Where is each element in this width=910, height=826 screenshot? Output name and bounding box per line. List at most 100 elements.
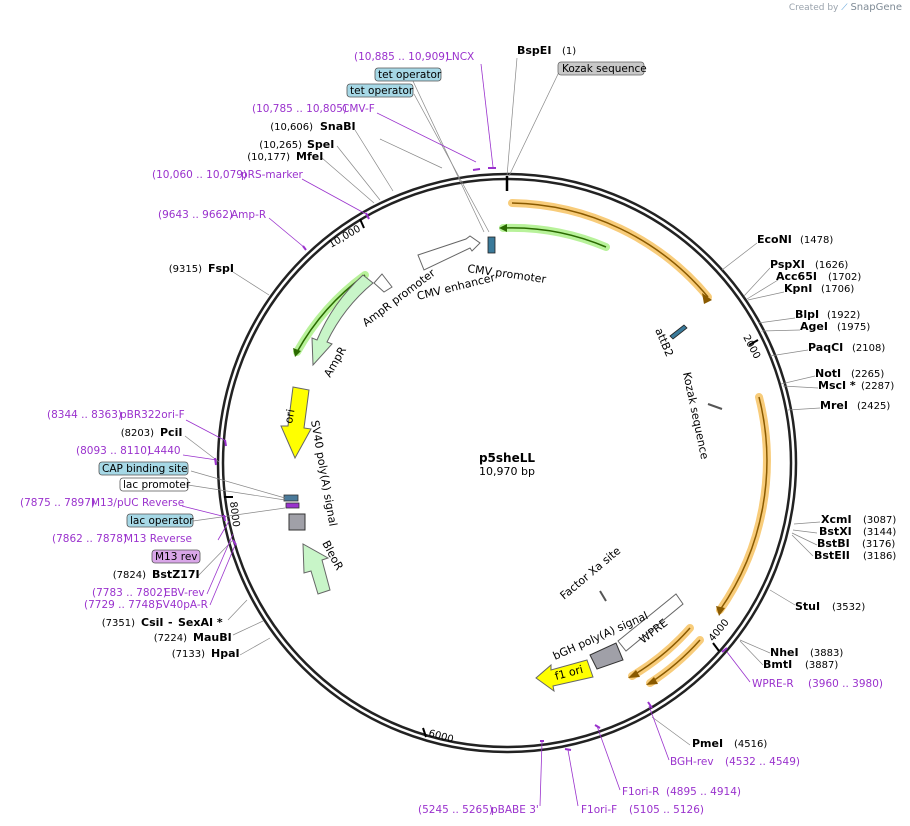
- primer-marks: [214, 167, 728, 751]
- enzyme-kpni: KpnI: [784, 282, 812, 295]
- enzyme-mrei: MreI: [820, 399, 848, 412]
- enzyme-pspxi-pos: (1626): [815, 260, 848, 271]
- primer-f1orif: F1ori-F: [581, 804, 617, 816]
- enzyme-maubi-pos: (7224): [154, 633, 187, 644]
- orf-arc-3-arrowhead: [628, 670, 640, 678]
- primer-sv40pa-range: (7729 .. 7748): [84, 599, 159, 611]
- plasmid-name: p5sheLL: [479, 451, 535, 465]
- enzyme-acc65i-pos: (1702): [828, 272, 861, 283]
- primer-pbr322-range: (8344 .. 8363): [47, 409, 122, 421]
- enzyme-stui-pos: (3532): [832, 602, 865, 613]
- ruler-tick-10000: [359, 218, 365, 229]
- snapgene-logo-icon: ⟋: [841, 3, 848, 13]
- cmv-enhancer-arrow: [417, 235, 481, 271]
- box-lac-operator: [126, 513, 194, 528]
- primer-pbr322: pBR322ori-F: [120, 409, 185, 421]
- enzyme-mrei-pos: (2425): [857, 401, 890, 412]
- label-kozak-inner: Kozak sequence: [680, 371, 711, 461]
- primer-f1orir-range: (4895 .. 4914): [666, 786, 741, 798]
- primer-m13puc: M13/pUC Reverse: [91, 497, 184, 509]
- primer-bgh: BGH-rev: [670, 756, 714, 768]
- primer-f1orir: F1ori-R: [622, 786, 659, 798]
- enzyme-bstxi: BstXI: [819, 525, 852, 538]
- enzyme-sexai-dash: -: [168, 616, 173, 629]
- primer-cmvf-range: (10,785 .. 10,805): [252, 103, 347, 115]
- enzyme-msci-pos: (2287): [861, 381, 894, 392]
- primer-leader-lines: [181, 63, 751, 807]
- enzyme-econi: EcoNI: [757, 233, 792, 246]
- primer-lncx: LNCX: [446, 51, 474, 63]
- enzyme-bstz17i: BstZ17I: [152, 568, 200, 581]
- enzyme-pmei: PmeI: [692, 737, 723, 750]
- enzyme-pmei-pos: (4516): [734, 739, 767, 750]
- enzyme-bmti: BmtI: [763, 658, 792, 671]
- orf-arc-4-arrowhead: [646, 677, 658, 685]
- ruler-label-2000: 2000: [740, 333, 762, 361]
- enzyme-mfei-pos: (10,177): [247, 152, 290, 163]
- enzyme-stui: StuI: [795, 600, 820, 613]
- enzyme-csii-pos: (7351): [102, 618, 135, 629]
- orf-arc-2-arrowhead: [716, 606, 725, 616]
- enzyme-bspei: BspEI: [517, 44, 551, 57]
- box-lac-promoter: [119, 477, 189, 492]
- enzyme-noti-pos: (2265): [851, 369, 884, 380]
- box-tet-operator-1: [374, 67, 442, 82]
- enzyme-fspi-pos: (9315): [169, 264, 202, 275]
- cmv-promoter-box: [487, 236, 496, 254]
- label-sv40-polya: SV40 poly(A) signal: [308, 419, 339, 527]
- primer-pbabe: pBABE 3': [491, 804, 539, 816]
- sv40-primer-box: [285, 502, 300, 509]
- enzyme-msci: MscI *: [818, 379, 856, 392]
- enzyme-nhei: NheI: [770, 646, 799, 659]
- orf-arc-1: [511, 202, 709, 298]
- snapgene-credit: Created by ⟋ SnapGene: [789, 2, 902, 13]
- box-m13-rev: [151, 549, 201, 564]
- ruler-tick-6000: [422, 727, 427, 738]
- label-attb2: attB2: [652, 326, 676, 359]
- box-tet-operator-1-label: tet operator: [378, 69, 442, 81]
- primer-prs: pRS-marker: [241, 169, 304, 181]
- enzyme-kpni-pos: (1706): [821, 284, 854, 295]
- primer-ampr-range: (9643 .. 9662): [158, 209, 233, 221]
- enzyme-bstz17i-pos: (7824): [113, 570, 146, 581]
- primer-ebv-range: (7783 .. 7802): [92, 587, 167, 599]
- primer-l4440: L4440: [148, 445, 181, 457]
- enzyme-agei: AgeI: [800, 320, 828, 333]
- bleor-arrow: [302, 543, 331, 595]
- orf-arc-2-glow: [716, 393, 771, 614]
- enzyme-sexai: SexAI *: [178, 616, 223, 629]
- enzyme-mfei: MfeI: [296, 150, 323, 163]
- enzyme-maubi: MauBI: [193, 631, 232, 644]
- primer-cmvf: CMV-F: [342, 103, 375, 115]
- primer-ampr: Amp-R: [231, 209, 266, 221]
- enzyme-pcii: PciI: [160, 426, 182, 439]
- enzyme-acc65i: Acc65I: [776, 270, 817, 283]
- primer-prs-range: (10,060 .. 10,079): [152, 169, 247, 181]
- primer-pbabe-range: (5245 .. 5265): [418, 804, 493, 816]
- box-lac-operator-label: lac operator: [130, 515, 194, 527]
- enzyme-hpai: HpaI: [211, 647, 240, 660]
- ruler-label-8000: 8000: [227, 501, 241, 528]
- primer-l4440-range: (8093 .. 8110): [76, 445, 151, 457]
- enzyme-bstbi-pos: (3176): [862, 539, 895, 550]
- box-tet-operator-2-label: tet operator: [350, 85, 414, 97]
- ruler-tick-4000: [712, 642, 720, 652]
- ruler-tick-2000: [748, 339, 759, 346]
- enzyme-paqci: PaqCI: [808, 341, 843, 354]
- enzyme-econi-pos: (1478): [800, 235, 833, 246]
- green-arc-left-arrowhead: [293, 348, 301, 357]
- box-cap-binding: [98, 461, 189, 476]
- credit-prefix: Created by: [788, 3, 839, 13]
- orf-arc-1-arrowhead: [702, 293, 712, 304]
- enzyme-paqci-pos: (2108): [852, 343, 885, 354]
- enzyme-snabi-pos: (10,606): [270, 122, 313, 133]
- green-arc-top-arrowhead: [499, 224, 507, 232]
- green-arc-top-glow: [499, 223, 610, 251]
- ruler-label-10000: 10,000: [327, 224, 363, 251]
- box-m13-rev-label: M13 rev: [155, 551, 198, 563]
- enzyme-bstbi: BstBI: [817, 537, 850, 550]
- f1-ori-arrow: [535, 659, 594, 693]
- enzyme-noti: NotI: [815, 367, 841, 380]
- box-kozak-label: Kozak sequence: [562, 63, 647, 75]
